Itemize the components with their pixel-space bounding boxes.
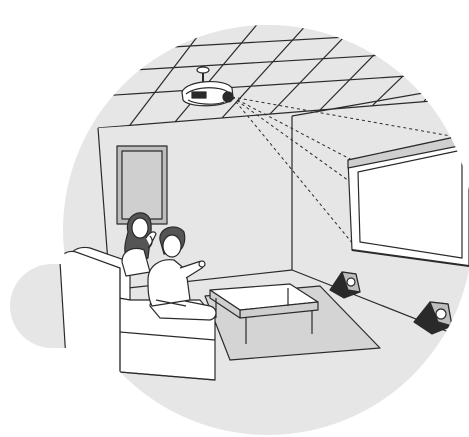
ceiling-grid-line	[372, 12, 469, 106]
ceiling-grid-line	[140, 12, 469, 30]
wall-picture	[117, 146, 167, 224]
ceiling-grid-line	[424, 58, 469, 101]
